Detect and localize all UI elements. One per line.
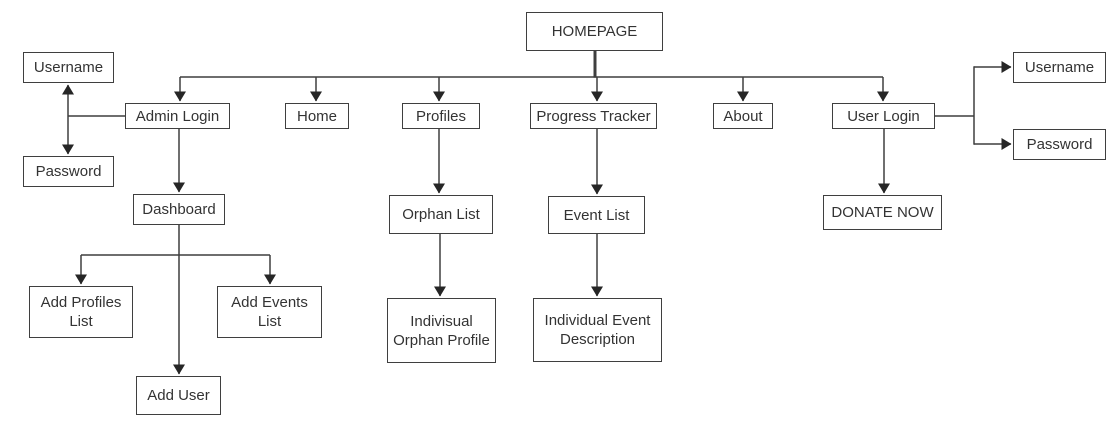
node-homepage: HOMEPAGE	[526, 12, 663, 51]
node-user-login: User Login	[832, 103, 935, 129]
node-username-left: Username	[23, 52, 114, 83]
node-password-right: Password	[1013, 129, 1106, 160]
node-about: About	[713, 103, 773, 129]
node-profiles: Profiles	[402, 103, 480, 129]
node-admin-login: Admin Login	[125, 103, 230, 129]
node-username-right: Username	[1013, 52, 1106, 83]
node-add-events-list: Add Events List	[217, 286, 322, 338]
node-indivisual-orphan-profile: Indivisual Orphan Profile	[387, 298, 496, 363]
node-home: Home	[285, 103, 349, 129]
node-individual-event-description: Individual Event Description	[533, 298, 662, 362]
node-add-profiles-list: Add Profiles List	[29, 286, 133, 338]
node-event-list: Event List	[548, 196, 645, 234]
node-orphan-list: Orphan List	[389, 195, 493, 234]
node-dashboard: Dashboard	[133, 194, 225, 225]
node-add-user: Add User	[136, 376, 221, 415]
node-password-left: Password	[23, 156, 114, 187]
node-progress-tracker: Progress Tracker	[530, 103, 657, 129]
node-donate-now: DONATE NOW	[823, 195, 942, 230]
